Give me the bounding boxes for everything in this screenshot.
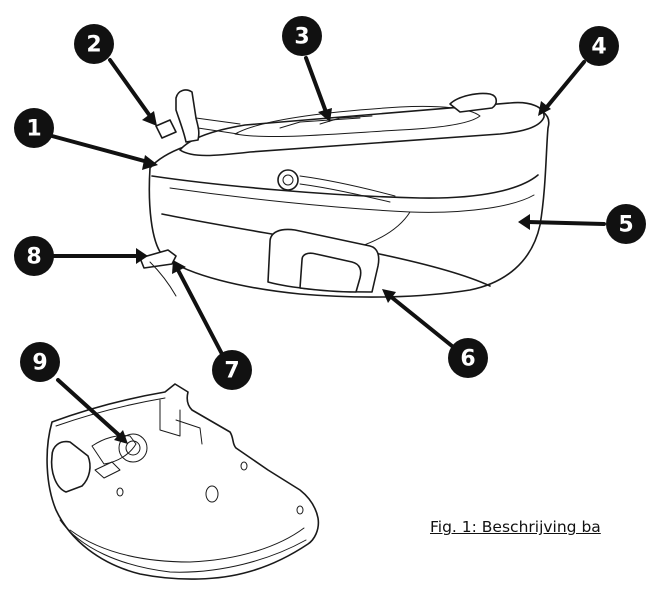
callout-6: 6	[448, 338, 488, 378]
control-panel	[234, 105, 481, 138]
callout-7-label: 7	[224, 359, 239, 384]
callout-4-label: 4	[591, 35, 606, 60]
callout-8: 8	[14, 236, 54, 276]
callout-3-label: 3	[294, 25, 309, 50]
knob	[277, 169, 299, 191]
callout-2-label: 2	[86, 33, 101, 58]
callout-8-label: 8	[26, 245, 41, 270]
callout-5-label: 5	[618, 213, 633, 238]
base-unit-illustration	[139, 89, 550, 298]
callout-arrows	[50, 56, 606, 444]
tank-bottom-body	[46, 383, 320, 580]
tank-bottom-illustration	[46, 383, 320, 580]
cable-holder	[175, 89, 200, 143]
callout-9: 9	[20, 342, 60, 382]
callout-2: 2	[74, 24, 114, 64]
callout-7: 7	[212, 350, 252, 390]
callout-1: 1	[14, 108, 54, 148]
callout-4: 4	[579, 26, 619, 66]
iron-lock	[449, 92, 498, 113]
callout-6-label: 6	[460, 347, 475, 372]
front-release	[139, 249, 177, 269]
figure-caption: Fig. 1: Beschrijving ba	[430, 518, 601, 536]
callout-1-label: 1	[26, 117, 41, 142]
base-top-deck	[179, 101, 545, 157]
callout-3: 3	[282, 16, 322, 56]
callout-5: 5	[606, 204, 646, 244]
callout-9-label: 9	[32, 351, 47, 376]
